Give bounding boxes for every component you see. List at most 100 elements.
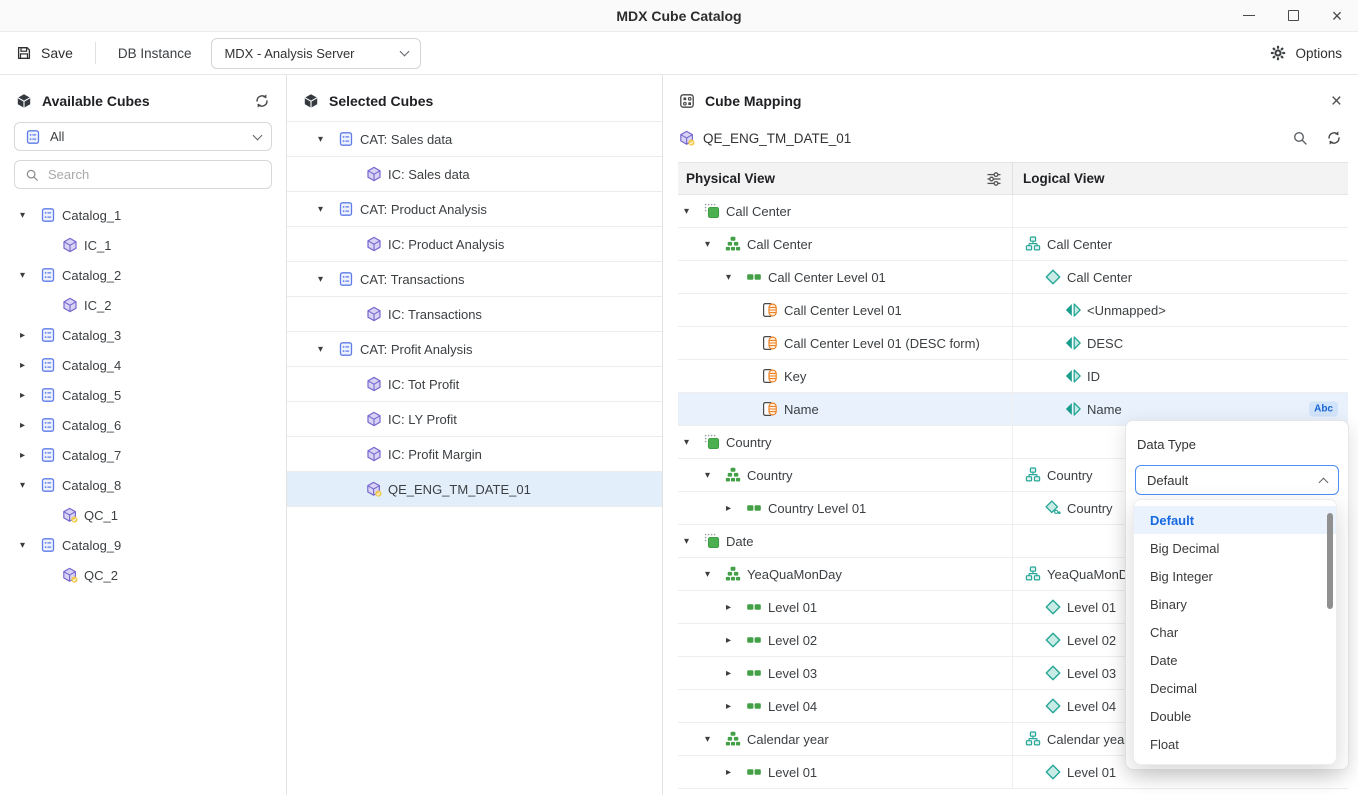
data-type-badge[interactable]: Abc — [1309, 402, 1338, 417]
save-button[interactable]: Save — [16, 45, 73, 61]
search-icon[interactable] — [1292, 130, 1308, 146]
expander-right-icon[interactable]: ▸ — [726, 602, 740, 613]
selected-row-ic-ly-profit[interactable]: IC: LY Profit — [287, 402, 662, 437]
expander-down-icon[interactable]: ▾ — [684, 206, 698, 217]
selected-row-ic-profit-margin[interactable]: IC: Profit Margin — [287, 437, 662, 472]
query-cube-icon — [62, 507, 78, 523]
data-type-value: Default — [1147, 473, 1188, 488]
tree-item-catalog-6[interactable]: ▸Catalog_6 — [0, 410, 286, 440]
selected-row-ic-transactions[interactable]: IC: Transactions — [287, 297, 662, 332]
catalog-filter-select[interactable]: All — [14, 122, 272, 151]
dimension-icon — [704, 203, 720, 219]
maximize-button[interactable] — [1286, 9, 1300, 23]
expander-right-icon[interactable]: ▸ — [726, 701, 740, 712]
expander-down-icon[interactable]: ▾ — [20, 480, 34, 491]
expander-down-icon[interactable]: ▾ — [705, 734, 719, 745]
option-double[interactable]: Double — [1134, 702, 1336, 730]
catalog-icon — [40, 537, 56, 553]
selected-row-qe-eng-tm-date[interactable]: QE_ENG_TM_DATE_01 — [287, 472, 662, 507]
tree-item-qc-1[interactable]: QC_1 — [0, 500, 286, 530]
selected-cubes-panel: Selected Cubes ▾CAT: Sales data IC: Sale… — [287, 75, 663, 795]
tree-item-catalog-8[interactable]: ▾Catalog_8 — [0, 470, 286, 500]
search-input[interactable] — [48, 167, 261, 182]
expander-down-icon[interactable]: ▾ — [705, 569, 719, 580]
mapping-row[interactable]: Call Center Level 01 (DESC form) DESC — [678, 327, 1348, 360]
cube-icon — [62, 297, 78, 313]
close-panel-button[interactable]: × — [1331, 92, 1342, 111]
tree-item-catalog-9[interactable]: ▾Catalog_9 — [0, 530, 286, 560]
selected-row-ic-product[interactable]: IC: Product Analysis — [287, 227, 662, 262]
level-icon — [746, 665, 762, 681]
option-char[interactable]: Char — [1134, 618, 1336, 646]
option-float[interactable]: Float — [1134, 730, 1336, 758]
selected-row-ic-sales[interactable]: IC: Sales data — [287, 157, 662, 192]
close-window-button[interactable]: × — [1330, 9, 1344, 23]
expander-down-icon[interactable]: ▾ — [705, 470, 719, 481]
expander-down-icon[interactable]: ▾ — [684, 437, 698, 448]
mapping-row[interactable]: ▾Call Center — [678, 195, 1348, 228]
refresh-icon[interactable] — [254, 93, 270, 109]
mapping-row[interactable]: Call Center Level 01 <Unmapped> — [678, 294, 1348, 327]
tree-item-catalog-7[interactable]: ▸Catalog_7 — [0, 440, 286, 470]
option-big-integer[interactable]: Big Integer — [1134, 562, 1336, 590]
form-diamond-icon — [1065, 401, 1081, 417]
expander-down-icon[interactable]: ▾ — [318, 134, 332, 145]
expander-down-icon[interactable]: ▾ — [318, 344, 332, 355]
expander-right-icon[interactable]: ▸ — [726, 668, 740, 679]
tree-item-catalog-2[interactable]: ▾Catalog_2 — [0, 260, 286, 290]
data-type-options-list: Default Big Decimal Big Integer Binary C… — [1133, 499, 1337, 765]
level-icon — [746, 698, 762, 714]
options-button[interactable]: Options — [1270, 45, 1342, 61]
expander-down-icon[interactable]: ▾ — [318, 204, 332, 215]
selected-row-cat-product[interactable]: ▾CAT: Product Analysis — [287, 192, 662, 227]
available-cubes-tree: ▾Catalog_1 IC_1 ▾Catalog_2 IC_2 ▸Catalog… — [0, 200, 286, 590]
expander-down-icon[interactable]: ▾ — [684, 536, 698, 547]
expander-right-icon[interactable]: ▸ — [20, 450, 34, 461]
tree-item-catalog-3[interactable]: ▸Catalog_3 — [0, 320, 286, 350]
tree-item-ic-2[interactable]: IC_2 — [0, 290, 286, 320]
expander-down-icon[interactable]: ▾ — [318, 274, 332, 285]
chevron-down-icon — [400, 47, 410, 57]
refresh-icon[interactable] — [1326, 130, 1342, 146]
option-binary[interactable]: Binary — [1134, 590, 1336, 618]
expander-right-icon[interactable]: ▸ — [726, 767, 740, 778]
expander-down-icon[interactable]: ▾ — [726, 272, 740, 283]
mapped-cube-name: QE_ENG_TM_DATE_01 — [703, 131, 851, 146]
available-cubes-title: Available Cubes — [42, 93, 150, 109]
scrollbar-thumb[interactable] — [1327, 513, 1333, 609]
filter-sliders-icon[interactable] — [986, 171, 1002, 187]
tree-item-qc-2[interactable]: QC_2 — [0, 560, 286, 590]
option-decimal[interactable]: Decimal — [1134, 674, 1336, 702]
tree-item-catalog-1[interactable]: ▾Catalog_1 — [0, 200, 286, 230]
tree-item-catalog-5[interactable]: ▸Catalog_5 — [0, 380, 286, 410]
selected-row-cat-profit[interactable]: ▾CAT: Profit Analysis — [287, 332, 662, 367]
expander-right-icon[interactable]: ▸ — [726, 503, 740, 514]
expander-right-icon[interactable]: ▸ — [20, 330, 34, 341]
attribute-diamond-icon — [1045, 665, 1061, 681]
selected-row-cat-sales[interactable]: ▾CAT: Sales data — [287, 122, 662, 157]
selected-row-cat-transactions[interactable]: ▾CAT: Transactions — [287, 262, 662, 297]
data-type-select[interactable]: Default — [1135, 465, 1339, 495]
option-big-decimal[interactable]: Big Decimal — [1134, 534, 1336, 562]
mapping-row[interactable]: ▾Call Center Level 01 Call Center — [678, 261, 1348, 294]
expander-right-icon[interactable]: ▸ — [20, 420, 34, 431]
expander-right-icon[interactable]: ▸ — [726, 635, 740, 646]
db-instance-select[interactable]: MDX - Analysis Server — [211, 38, 421, 69]
available-cubes-header: Available Cubes — [0, 88, 286, 113]
tree-item-ic-1[interactable]: IC_1 — [0, 230, 286, 260]
selected-row-ic-tot-profit[interactable]: IC: Tot Profit — [287, 367, 662, 402]
expander-down-icon[interactable]: ▾ — [705, 239, 719, 250]
expander-down-icon[interactable]: ▾ — [20, 540, 34, 551]
minimize-button[interactable] — [1242, 9, 1256, 23]
option-default[interactable]: Default — [1134, 506, 1336, 534]
expander-right-icon[interactable]: ▸ — [20, 360, 34, 371]
catalog-icon — [40, 357, 56, 373]
expander-right-icon[interactable]: ▸ — [20, 390, 34, 401]
selected-cubes-list: ▾CAT: Sales data IC: Sales data ▾CAT: Pr… — [287, 121, 662, 507]
option-date[interactable]: Date — [1134, 646, 1336, 674]
mapping-row[interactable]: Key ID — [678, 360, 1348, 393]
expander-down-icon[interactable]: ▾ — [20, 270, 34, 281]
expander-down-icon[interactable]: ▾ — [20, 210, 34, 221]
tree-item-catalog-4[interactable]: ▸Catalog_4 — [0, 350, 286, 380]
mapping-row[interactable]: ▾Call Center Call Center — [678, 228, 1348, 261]
